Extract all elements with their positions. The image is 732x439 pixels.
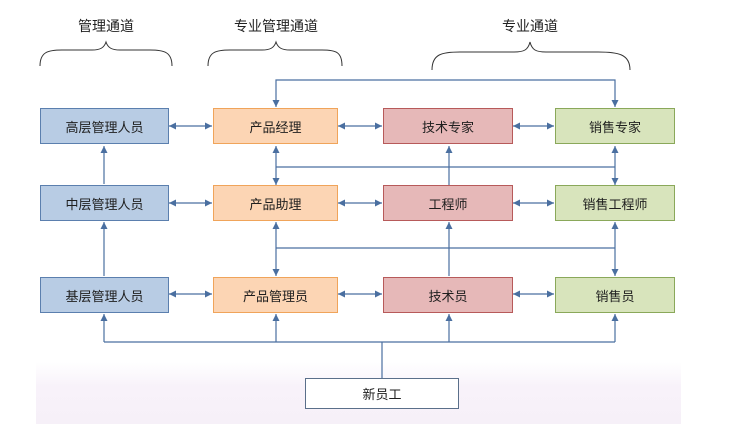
node-product-admin: 产品管理员 [213,277,338,313]
node-senior-manager: 高层管理人员 [40,108,169,144]
node-sales-expert: 销售专家 [555,108,675,144]
node-middle-manager: 中层管理人员 [40,185,169,221]
node-tech-expert: 技术专家 [383,108,513,144]
node-product-manager: 产品经理 [213,108,338,144]
heading-professional-track: 专业通道 [502,19,558,35]
node-technician: 技术员 [383,277,513,313]
node-junior-manager: 基层管理人员 [40,277,169,313]
brace-professional-management [207,40,343,67]
node-salesperson: 销售员 [555,277,675,313]
heading-professional-management-track: 专业管理通道 [234,19,318,35]
node-engineer: 工程师 [383,185,513,221]
node-sales-engineer: 销售工程师 [555,185,675,221]
brace-professional [431,41,631,71]
node-product-assistant: 产品助理 [213,185,338,221]
heading-management-track: 管理通道 [78,19,134,35]
brace-management [39,40,173,67]
node-new-employee: 新员工 [305,378,459,409]
